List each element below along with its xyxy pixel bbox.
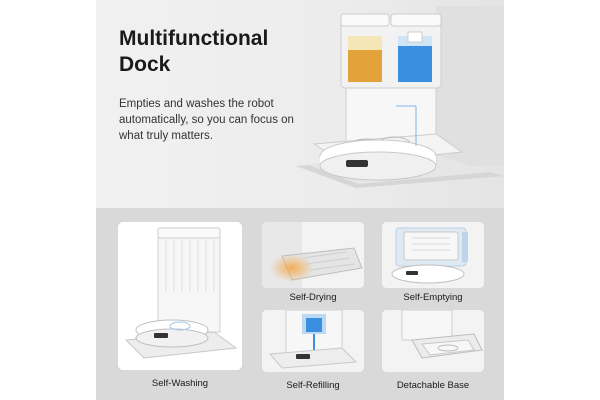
dock-with-robot-icon	[124, 227, 238, 359]
feature-card-self-emptying	[382, 222, 484, 288]
hero-section: Multifunctional Dock Empties and washes …	[96, 0, 504, 208]
title-line-1: Multifunctional	[119, 27, 269, 50]
feature-label-self-refilling: Self-Refilling	[286, 380, 340, 391]
drying-tray-icon	[262, 222, 364, 288]
feature-label-self-washing: Self-Washing	[151, 378, 209, 389]
feature-label-detachable-base: Detachable Base	[396, 380, 470, 391]
base-plate-icon	[382, 310, 484, 372]
dock-hero-image	[286, 6, 504, 202]
feature-label-self-drying: Self-Drying	[289, 292, 337, 303]
feature-card-detachable-base	[382, 310, 484, 372]
dust-bag-icon	[382, 222, 484, 288]
feature-card-self-refilling	[262, 310, 364, 372]
page-title: Multifunctional Dock	[119, 26, 319, 78]
water-tanks-icon	[262, 310, 364, 372]
feature-card-self-washing	[118, 222, 242, 370]
feature-card-self-drying	[262, 222, 364, 288]
feature-label-self-emptying: Self-Emptying	[403, 292, 463, 303]
features-section: Self-Washing Self-Drying	[96, 208, 504, 400]
product-page: Multifunctional Dock Empties and washes …	[96, 0, 504, 400]
title-line-2: Dock	[119, 53, 171, 76]
hero-description: Empties and washes the robot automatical…	[119, 98, 294, 142]
